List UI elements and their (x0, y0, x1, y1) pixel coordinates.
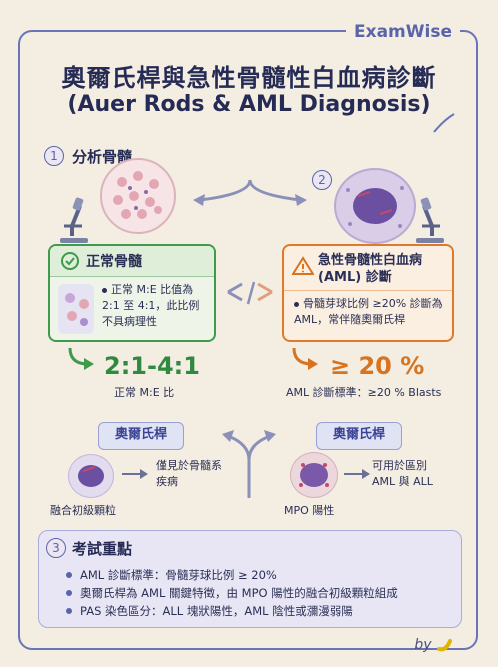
aml-card-title: 急性骨髓性白血病 (AML) 診斷 (318, 253, 423, 285)
bullet-icon (102, 287, 107, 293)
aml-threshold-label: AML 診斷標準：≥20 % Blasts (286, 386, 442, 399)
microscope-icon-right (416, 197, 444, 243)
divider (284, 290, 452, 291)
cell-thumbnail (58, 284, 94, 334)
auer-rod-cell-left (68, 454, 114, 498)
section-1-title: 分析骨髓 (72, 148, 133, 166)
bullet-icon (294, 301, 299, 307)
up-fork-arrows (222, 430, 276, 498)
brand-label: ExamWise (346, 22, 460, 42)
normal-marrow-image (100, 158, 176, 234)
normal-card-title: 正常骨髓 (86, 254, 142, 270)
auer-rod-icon (78, 465, 104, 487)
mpo-cell-icon (299, 463, 329, 487)
green-curve-arrow (68, 347, 94, 370)
auer-rod-cell-right (290, 452, 338, 498)
section-3-title: 考試重點 (72, 540, 133, 558)
auer-left-caption: 融合初級顆粒 (50, 504, 116, 517)
orange-curve-arrow (292, 347, 318, 370)
normal-ratio-label: 正常 M:E 比 (114, 386, 175, 399)
compare-arrows (227, 281, 273, 305)
exam-point: AML 診斷標準：骨髓芽球比例 ≥ 20% (66, 566, 398, 584)
auer-right-text: 可用於區別 AML 與 ALL (372, 459, 433, 488)
exam-point: 奧爾氏桿為 AML 關鍵特徵，由 MPO 陽性的融合初級顆粒組成 (66, 584, 398, 602)
check-icon (61, 252, 79, 270)
exam-points-list: AML 診斷標準：骨髓芽球比例 ≥ 20% 奧爾氏桿為 AML 關鍵特徵，由 M… (66, 566, 398, 620)
title-accent-icon (433, 113, 455, 133)
right-arrow-icon-2 (344, 469, 370, 479)
auer-right-caption: MPO 陽性 (284, 504, 335, 517)
auer-rod-pill-right: 奧爾氏桿 (316, 422, 402, 450)
aml-card-description: 骨髓芽球比例 ≥20% 診斷為 AML，常伴隨奧爾氏桿 (294, 297, 443, 326)
normal-cells-icon (113, 171, 162, 219)
section-1-number: 1 (44, 146, 64, 166)
exam-point: PAS 染色區分：ALL 塊狀陽性，AML 陰性或瀰漫弱陽 (66, 602, 398, 620)
aml-threshold-value: ≥ 20 % (330, 352, 425, 380)
normal-ratio-value: 2:1-4:1 (104, 352, 200, 380)
blast-cell-icon (346, 186, 404, 228)
signature-text: by (414, 637, 432, 653)
normal-card-text: 正常 M:E 比值為 2:1 至 4:1，此比例不具病理性 (102, 282, 210, 330)
auer-left-text: 僅見於骨髓系疾病 (156, 459, 222, 488)
aml-card-text: 骨髓芽球比例 ≥20% 診斷為 AML，常伴隨奧爾氏桿 (294, 296, 446, 328)
aml-diagnosis-card: 急性骨髓性白血病 (AML) 診斷 骨髓芽球比例 ≥20% 診斷為 AML，常伴… (282, 244, 454, 342)
microscope-icon (60, 197, 88, 243)
right-arrow-icon (122, 469, 148, 479)
page-title: 奧爾氏桿與急性骨髓性白血病診斷 (61, 64, 437, 92)
mixed-cells-icon (65, 293, 89, 326)
normal-card-description: 正常 M:E 比值為 2:1 至 4:1，此比例不具病理性 (102, 283, 200, 328)
page-subtitle: (Auer Rods & AML Diagnosis) (67, 92, 431, 117)
warning-icon (291, 256, 315, 280)
normal-marrow-card: 正常骨髓 正常 M:E 比值為 2:1 至 4:1，此比例不具病理性 (48, 244, 216, 342)
section-3-number: 3 (46, 538, 66, 558)
page-frame (18, 30, 478, 650)
banana-icon (437, 639, 452, 652)
aml-blast-image (334, 168, 416, 244)
fork-arrows (193, 179, 307, 206)
signature: by (414, 637, 452, 653)
section-2-number: 2 (312, 170, 332, 190)
exam-points-box (38, 530, 462, 628)
auer-rod-pill-left: 奧爾氏桿 (98, 422, 184, 450)
